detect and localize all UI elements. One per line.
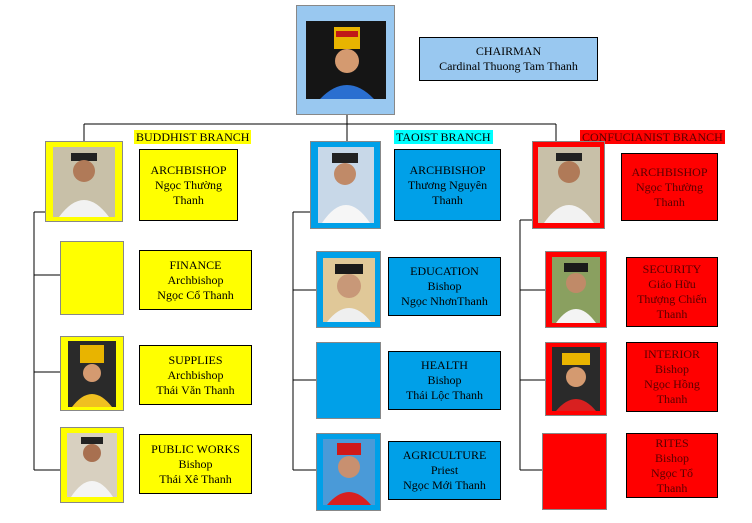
elder-photo-icon bbox=[322, 257, 375, 322]
security-name: Thượng Chiến bbox=[637, 292, 707, 306]
buddhist-head-label: ARCHBISHOP Ngọc Thường Thanh bbox=[139, 149, 238, 221]
interior-label: INTERIOR Bishop Ngọc Hồng Thanh bbox=[626, 342, 718, 412]
security-title: SECURITY bbox=[642, 262, 702, 276]
rites-title: RITES bbox=[655, 435, 689, 450]
finance-photo-blank bbox=[60, 241, 124, 315]
security-photo-frame bbox=[545, 251, 607, 328]
chairman-photo-frame bbox=[296, 5, 395, 115]
security-label: SECURITY Giáo Hữu Thượng Chiến Thanh bbox=[626, 257, 718, 327]
rites-rank: Bishop bbox=[654, 450, 689, 465]
supplies-title: SUPPLIES bbox=[168, 352, 223, 367]
public-works-name: Thái Xê Thanh bbox=[159, 471, 232, 486]
rites-name-2: Thanh bbox=[656, 480, 688, 495]
health-name: Thái Lộc Thanh bbox=[405, 388, 484, 402]
elder-photo-icon bbox=[317, 147, 374, 223]
taoist-head-name: Thương Nguyên bbox=[407, 177, 488, 192]
supplies-name: Thái Văn Thanh bbox=[156, 382, 235, 397]
buddhist-head-name-2: Thanh bbox=[173, 192, 204, 207]
education-rank: Bishop bbox=[427, 279, 462, 293]
confucianist-head-photo-frame bbox=[532, 141, 605, 229]
chairman-name: Cardinal Thuong Tam Thanh bbox=[439, 59, 578, 73]
confucianist-head-label: ARCHBISHOP Ngọc Thường Thanh bbox=[621, 153, 718, 221]
agriculture-title: AGRICULTURE bbox=[402, 448, 487, 462]
buddhist-head-role: ARCHBISHOP bbox=[150, 162, 227, 177]
taoist-head-photo-frame bbox=[310, 141, 381, 229]
health-label: HEALTH Bishop Thái Lộc Thanh bbox=[388, 351, 501, 410]
supplies-photo-frame bbox=[60, 336, 124, 411]
education-label: EDUCATION Bishop Ngọc NhơnThanh bbox=[388, 257, 501, 316]
health-title: HEALTH bbox=[421, 358, 468, 372]
education-photo-frame bbox=[316, 251, 381, 328]
buddhist-head-name: Ngọc Thường bbox=[155, 177, 222, 192]
interior-title: INTERIOR bbox=[644, 347, 700, 361]
rites-photo-blank bbox=[542, 433, 607, 510]
supplies-label: SUPPLIES Archbishop Thái Văn Thanh bbox=[139, 345, 252, 405]
buddhist-branch-title: BUDDHIST BRANCH bbox=[134, 130, 252, 144]
chairman-label: CHAIRMAN Cardinal Thuong Tam Thanh bbox=[419, 37, 598, 81]
security-name-2: Thanh bbox=[656, 307, 688, 321]
education-name: Ngọc NhơnThanh bbox=[401, 294, 488, 308]
elder-photo-icon bbox=[67, 433, 117, 497]
health-photo-blank bbox=[316, 342, 381, 419]
security-rank: Giáo Hữu bbox=[648, 277, 696, 291]
public-works-title: PUBLIC WORKS bbox=[151, 441, 240, 456]
agriculture-rank: Priest bbox=[430, 463, 459, 477]
agriculture-label: AGRICULTURE Priest Ngọc Mới Thanh bbox=[388, 441, 501, 500]
headdress-photo-icon bbox=[68, 340, 116, 407]
headdress-photo-icon bbox=[552, 347, 600, 411]
agriculture-photo-frame bbox=[316, 433, 381, 511]
public-works-rank: Bishop bbox=[178, 456, 213, 471]
health-rank: Bishop bbox=[427, 373, 462, 387]
rites-label: RITES Bishop Ngọc Tổ Thanh bbox=[626, 433, 718, 498]
public-works-label: PUBLIC WORKS Bishop Thái Xê Thanh bbox=[139, 434, 252, 494]
education-title: EDUCATION bbox=[410, 264, 479, 278]
taoist-branch-title: TAOIST BRANCH bbox=[394, 130, 493, 144]
confucianist-head-role: ARCHBISHOP bbox=[631, 164, 708, 179]
taoist-head-role: ARCHBISHOP bbox=[409, 162, 486, 177]
rites-name: Ngọc Tổ bbox=[650, 465, 694, 480]
interior-rank: Bishop bbox=[654, 362, 689, 376]
confucianist-branch-title: CONFUCIANIST BRANCH bbox=[580, 130, 725, 144]
taoist-head-label: ARCHBISHOP Thương Nguyên Thanh bbox=[394, 149, 501, 221]
public-works-photo-frame bbox=[60, 427, 124, 503]
finance-label: FINANCE Archbishop Ngọc Cổ Thanh bbox=[139, 250, 252, 310]
confucianist-head-name-2: Thanh bbox=[654, 194, 685, 209]
interior-name: Ngọc Hồng bbox=[644, 377, 700, 391]
buddhist-head-photo-frame bbox=[45, 141, 123, 222]
elder-photo-icon bbox=[537, 147, 600, 223]
headdress-photo-icon bbox=[305, 21, 386, 99]
supplies-rank: Archbishop bbox=[167, 367, 224, 382]
chairman-role: CHAIRMAN bbox=[475, 44, 542, 58]
finance-title: FINANCE bbox=[169, 257, 222, 272]
finance-rank: Archbishop bbox=[167, 272, 224, 287]
interior-photo-frame bbox=[545, 342, 607, 416]
elder-photo-icon bbox=[53, 146, 115, 217]
finance-name: Ngọc Cổ Thanh bbox=[157, 287, 234, 302]
confucianist-head-name: Ngọc Thường bbox=[636, 179, 703, 194]
elder-photo-icon bbox=[552, 256, 600, 323]
interior-name-2: Thanh bbox=[656, 392, 688, 406]
agriculture-name: Ngọc Mới Thanh bbox=[403, 478, 486, 492]
taoist-head-name-2: Thanh bbox=[432, 192, 463, 207]
headdress-photo-icon bbox=[322, 439, 375, 505]
